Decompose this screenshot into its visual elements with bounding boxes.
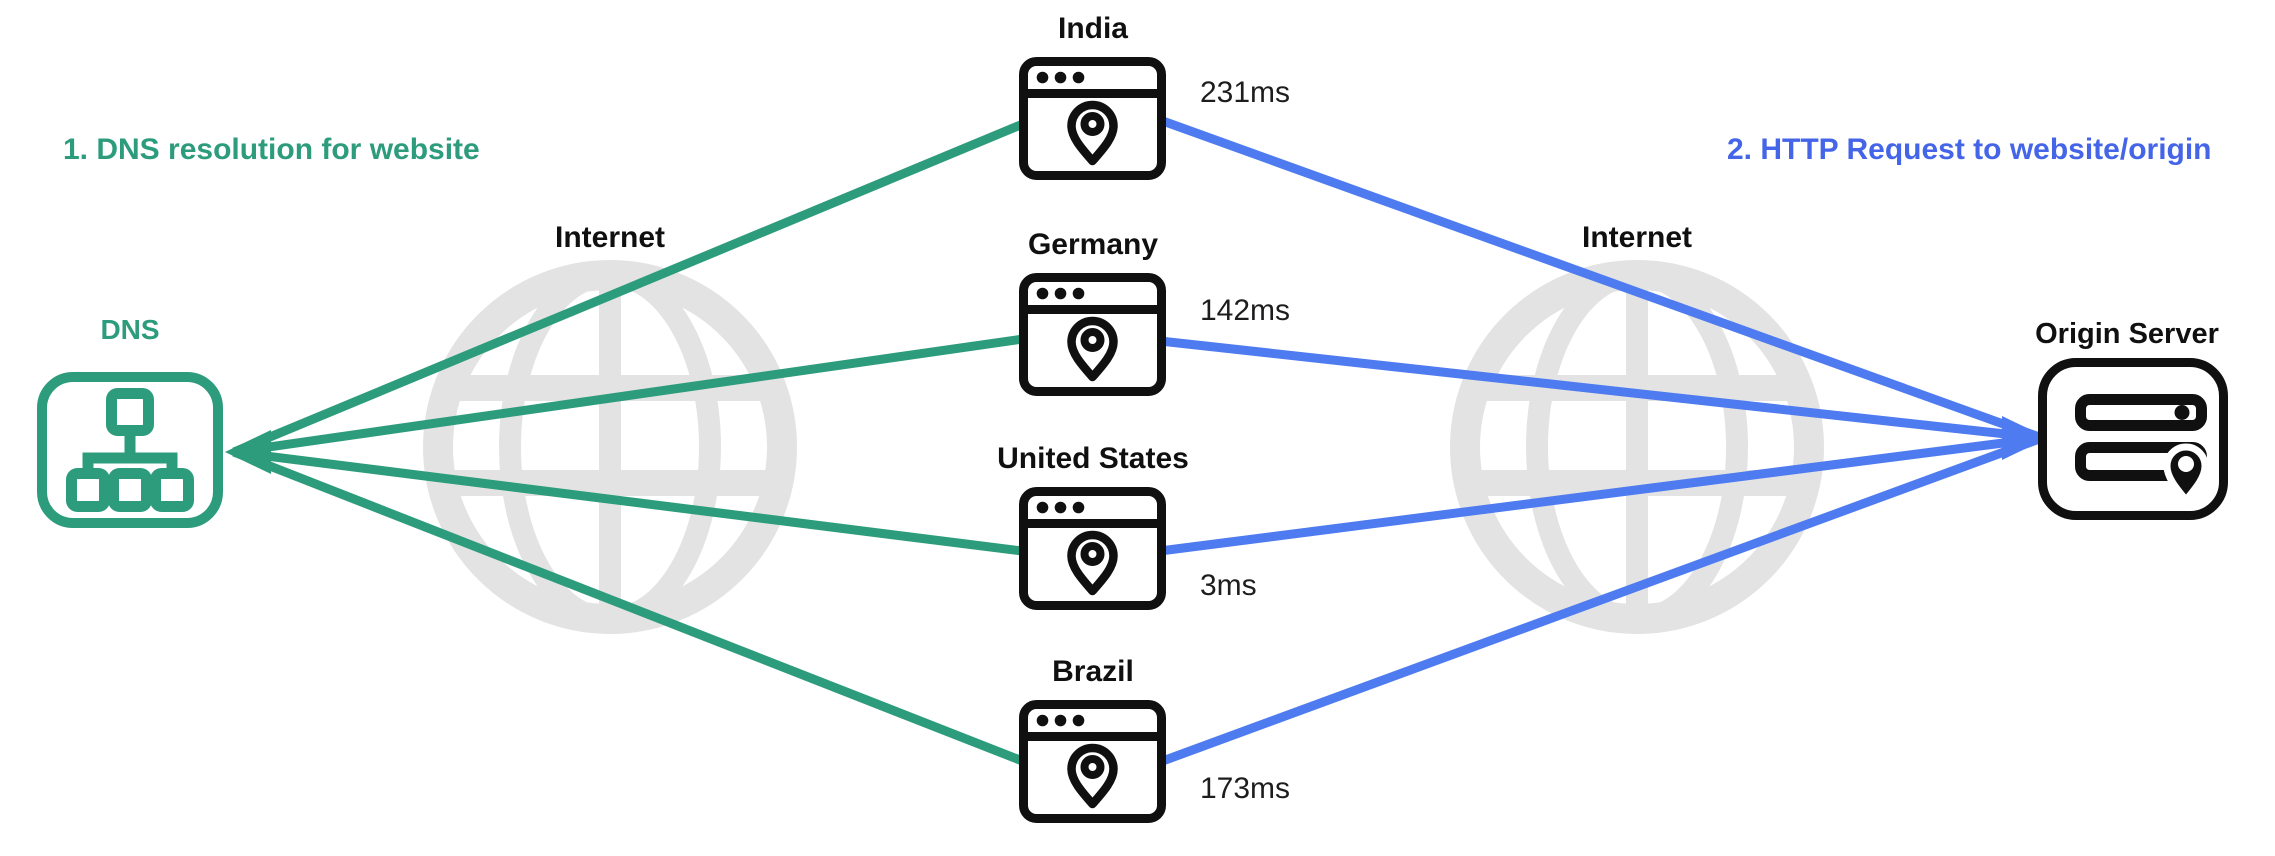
dns-line-india: [232, 116, 1032, 457]
globe-wireframe: [423, 260, 797, 634]
dns-line-germany: [233, 333, 1031, 457]
dns-server-box: [37, 372, 223, 528]
http-line-united-states: [1159, 433, 2043, 556]
latency-label: 142ms: [1200, 294, 1291, 327]
step2-annotation: 2. HTTP Request to website/origin: [1727, 133, 2212, 166]
location-pin-icon: [2163, 443, 2209, 504]
latency-label: 3ms: [1200, 569, 1257, 602]
http-line-brazil: [1158, 433, 2044, 767]
http-arrowhead-icon: [2002, 416, 2048, 460]
globe-wireframe: [1450, 260, 1824, 634]
internet-label-right: Internet: [1581, 221, 1692, 254]
dns-arrowhead-icon: [225, 430, 271, 474]
origin-server-label: Origin Server: [2035, 318, 2219, 350]
country-node-brazil: Brazil 173ms: [943, 655, 1290, 856]
window-dots: [1036, 71, 1085, 84]
browser-location-icon: [1019, 487, 1166, 610]
http-line-india: [1158, 115, 2044, 443]
internet-label-left: Internet: [554, 221, 665, 254]
server-location-icon: [2075, 394, 2209, 504]
browser-location-icon: [1019, 700, 1166, 823]
sitemap-icon: [66, 388, 194, 512]
http-line-germany: [1159, 336, 2043, 443]
latency-label: 231ms: [1200, 76, 1291, 109]
server-led-dot: [2174, 405, 2190, 420]
country-node-india: India 231ms: [943, 12, 1290, 272]
country-label: Brazil: [1052, 655, 1134, 688]
http-request-lines: [1158, 115, 2044, 767]
country-node-united-states: United States 3ms: [943, 442, 1257, 702]
window-dots: [1036, 714, 1085, 727]
dns-line-united-states: [233, 447, 1031, 557]
country-label: Germany: [1027, 228, 1159, 261]
dns-resolution-lines: [232, 116, 1032, 769]
latency-label: 173ms: [1200, 772, 1291, 805]
browser-location-icon: [1019, 57, 1166, 180]
step1-annotation: 1. DNS resolution for website: [63, 133, 480, 166]
internet-globe-left-icon: [423, 260, 797, 634]
dns-label: DNS: [100, 314, 160, 345]
country-node-germany: Germany 142ms: [943, 228, 1290, 488]
internet-globe-right-icon: [1450, 260, 1824, 634]
browser-location-icon: [1019, 273, 1166, 396]
origin-server-box: [2038, 358, 2228, 520]
dns-line-brazil: [232, 447, 1032, 769]
country-label: United States: [997, 442, 1189, 475]
country-label: India: [1057, 12, 1128, 45]
window-dots: [1036, 501, 1085, 514]
window-dots: [1036, 287, 1085, 300]
sitemap-strokes: [66, 388, 194, 512]
pin-center-dot: [2178, 456, 2194, 472]
